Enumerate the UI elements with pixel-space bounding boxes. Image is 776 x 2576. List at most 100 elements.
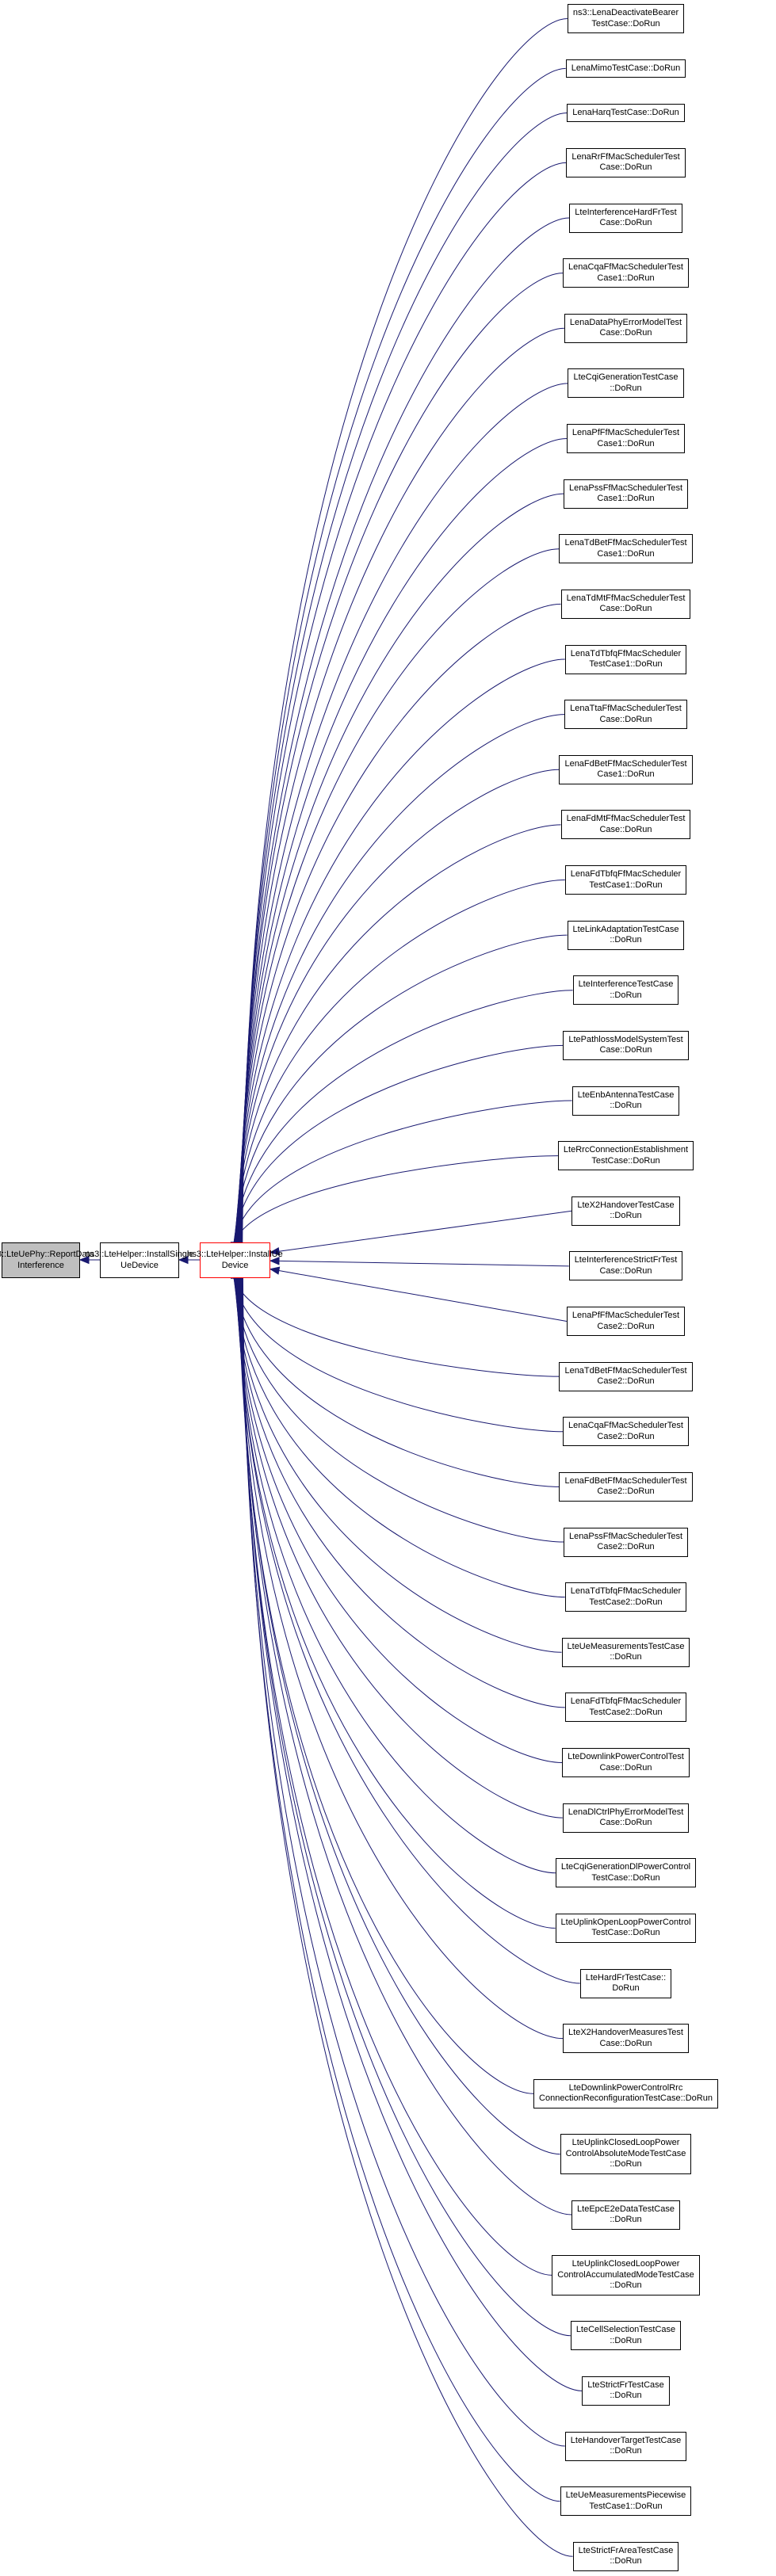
node-label: LenaFdTbfqFfMacScheduler TestCase2::DoRu… (570, 1696, 682, 1717)
node-report-data-interference[interactable]: ns3::LteUePhy::ReportData Interference (0, 1242, 94, 1278)
caller-node[interactable]: LteCellSelectionTestCase ::DoRun (570, 2321, 682, 2351)
caller-node[interactable]: LteStrictFrAreaTestCase ::DoRun (572, 2541, 679, 2571)
node-label: LteDownlinkPowerControlRrc ConnectionRec… (539, 2082, 713, 2104)
caller-node[interactable]: LenaTtaFfMacSchedulerTest Case::DoRun (564, 700, 687, 730)
edge (232, 1269, 564, 1433)
caller-node[interactable]: LenaRrFfMacSchedulerTest Case::DoRun (566, 147, 686, 177)
caller-node[interactable]: LenaFdTbfqFfMacScheduler TestCase2::DoRu… (564, 1693, 687, 1723)
node-label: LteHandoverTargetTestCase ::DoRun (570, 2435, 682, 2456)
node-label: LenaTdMtFfMacSchedulerTest Case::DoRun (566, 593, 686, 614)
node-label: LteCqiGenerationTestCase ::DoRun (573, 372, 679, 393)
caller-node[interactable]: LenaTdTbfqFfMacScheduler TestCase1::DoRu… (564, 644, 687, 674)
node-label: LteCellSelectionTestCase ::DoRun (575, 2325, 676, 2345)
caller-node[interactable]: LenaCqaFfMacSchedulerTest Case2::DoRun (563, 1417, 689, 1447)
edge (233, 1269, 560, 1487)
edge (238, 1269, 564, 2040)
arrowhead-icon (269, 1257, 280, 1265)
edge (238, 493, 564, 1251)
edge (234, 1269, 565, 1598)
node-label: LteUplinkClosedLoopPower ControlAccumula… (557, 2259, 694, 2291)
node-label: LteX2HandoverMeasuresTest Case::DoRun (568, 2028, 683, 2048)
caller-node[interactable]: LenaMimoTestCase::DoRun (565, 59, 686, 78)
edge (235, 714, 565, 1251)
node-label: LteUeMeasurementsTestCase ::DoRun (567, 1641, 685, 1662)
caller-node[interactable]: LteRrcConnectionEstablishment TestCase::… (557, 1141, 694, 1171)
node-label: LenaFdMtFfMacSchedulerTest Case::DoRun (566, 814, 686, 834)
caller-node[interactable]: LenaFdMtFfMacSchedulerTest Case::DoRun (560, 810, 691, 840)
node-label: LenaCqaFfMacSchedulerTest Case2::DoRun (568, 1421, 683, 1441)
caller-node[interactable]: LenaPfFfMacSchedulerTest Case2::DoRun (566, 1307, 686, 1336)
caller-node[interactable]: LteUeMeasurementsPiecewise TestCase1::Do… (560, 2486, 692, 2517)
caller-node[interactable]: LenaHarqTestCase::DoRun (567, 103, 685, 123)
caller-node[interactable]: LtePathlossModelSystemTest Case::DoRun (563, 1030, 689, 1060)
caller-node[interactable]: LteHandoverTargetTestCase ::DoRun (564, 2431, 687, 2461)
caller-node[interactable]: LteDownlinkPowerControlRrc ConnectionRec… (533, 2078, 718, 2109)
arrowhead-icon (269, 1246, 281, 1256)
edge (235, 1269, 565, 1708)
node-label: LenaTdTbfqFfMacScheduler TestCase2::DoRu… (570, 1586, 682, 1607)
caller-node[interactable]: LenaDataPhyErrorModelTest Case::DoRun (564, 313, 688, 343)
node-install-single-ue-device[interactable]: ns3::LteHelper::InstallSingle UeDevice (86, 1242, 193, 1278)
edge (237, 548, 560, 1251)
edge (235, 824, 561, 1251)
node-label: LenaTdBetFfMacSchedulerTest Case2::DoRun (564, 1365, 687, 1387)
caller-node[interactable]: ns3::LenaDeactivateBearer TestCase::DoRu… (567, 4, 685, 33)
edge (241, 1269, 583, 2391)
caller-node[interactable]: LenaPssFfMacSchedulerTest Case1::DoRun (563, 479, 689, 509)
caller-node[interactable]: LteStrictFrTestCase ::DoRun (582, 2376, 670, 2406)
caller-node[interactable]: LenaTdBetFfMacSchedulerTest Case2::DoRun (559, 1361, 693, 1391)
caller-node[interactable]: LenaPssFfMacSchedulerTest Case2::DoRun (563, 1527, 689, 1557)
node-label: LteX2HandoverTestCase ::DoRun (577, 1200, 675, 1221)
caller-node[interactable]: LteEpcE2eDataTestCase ::DoRun (571, 2200, 680, 2230)
node-label: LteCqiGenerationDlPowerControl TestCase:… (560, 1862, 691, 1883)
caller-node[interactable]: LteUeMeasurementsTestCase ::DoRun (561, 1637, 690, 1667)
edge (233, 1044, 564, 1251)
caller-node[interactable]: LteInterferenceHardFrTest Case::DoRun (569, 203, 682, 233)
caller-node[interactable]: LenaTdMtFfMacSchedulerTest Case::DoRun (560, 589, 691, 619)
edge (239, 1269, 552, 2276)
node-label: LenaPssFfMacSchedulerTest Case1::DoRun (568, 483, 683, 504)
caller-node[interactable]: LenaFdBetFfMacSchedulerTest Case2::DoRun (559, 1471, 693, 1502)
node-label: ns3::LteHelper::InstallUe Device (187, 1250, 283, 1270)
arrowhead-icon (78, 1255, 90, 1265)
node-install-ue-device[interactable]: ns3::LteHelper::InstallUe Device (187, 1242, 283, 1278)
caller-node[interactable]: LteInterferenceTestCase ::DoRun (572, 975, 679, 1006)
caller-node[interactable]: LteDownlinkPowerControlTest Case::DoRun (562, 1748, 690, 1777)
caller-node[interactable]: LenaDlCtrlPhyErrorModelTest Case::DoRun (562, 1803, 690, 1833)
caller-node[interactable]: LteInterferenceStrictFrTest Case::DoRun (568, 1251, 683, 1281)
edge (235, 1269, 563, 1763)
caller-node[interactable]: LenaFdBetFfMacSchedulerTest Case1::DoRun (559, 754, 693, 784)
caller-node[interactable]: LteUplinkClosedLoopPower ControlAccumula… (552, 2255, 700, 2296)
edge (278, 1210, 572, 1252)
caller-node[interactable]: LenaTdBetFfMacSchedulerTest Case1::DoRun (559, 534, 693, 564)
caller-node[interactable]: LteUplinkOpenLoopPowerControl TestCase::… (555, 1913, 697, 1943)
edge (234, 934, 568, 1251)
caller-node[interactable]: LenaPfFfMacSchedulerTest Case1::DoRun (566, 424, 686, 453)
node-label: LteRrcConnectionEstablishment TestCase::… (563, 1145, 689, 1166)
edge (239, 273, 564, 1251)
caller-node[interactable]: LenaTdTbfqFfMacScheduler TestCase2::DoRu… (564, 1582, 687, 1612)
node-label: LteUplinkOpenLoopPowerControl TestCase::… (560, 1917, 691, 1938)
caller-node[interactable]: LteCqiGenerationTestCase ::DoRun (568, 368, 684, 399)
caller-node[interactable]: LteHardFrTestCase:: DoRun (579, 1968, 672, 1998)
edge (235, 769, 560, 1251)
caller-node[interactable]: LenaFdTbfqFfMacScheduler TestCase1::DoRu… (564, 865, 687, 895)
caller-node[interactable]: LteUplinkClosedLoopPower ControlAbsolute… (560, 2134, 692, 2174)
caller-node[interactable]: LenaCqaFfMacSchedulerTest Case1::DoRun (563, 258, 689, 288)
edge (233, 1269, 564, 1543)
node-label: LteUeMeasurementsPiecewise TestCase1::Do… (565, 2490, 686, 2511)
node-label: LteHardFrTestCase:: DoRun (585, 1972, 667, 1994)
caller-node[interactable]: LteX2HandoverTestCase ::DoRun (571, 1196, 680, 1226)
caller-node[interactable]: LteLinkAdaptationTestCase ::DoRun (567, 920, 685, 950)
edge (234, 1269, 562, 1653)
node-label: LteEpcE2eDataTestCase ::DoRun (577, 2204, 675, 2225)
edge (235, 1269, 563, 1818)
caller-node[interactable]: LteEnbAntennaTestCase ::DoRun (571, 1086, 680, 1116)
arrowhead-icon (178, 1255, 189, 1265)
caller-node[interactable]: LteCqiGenerationDlPowerControl TestCase:… (555, 1858, 697, 1888)
caller-column: ns3::LenaDeactivateBearer TestCase::DoRu… (533, 4, 776, 2571)
edge (231, 1155, 558, 1251)
edge (241, 67, 566, 1252)
caller-node[interactable]: LteX2HandoverMeasuresTest Case::DoRun (563, 2024, 689, 2054)
edge (238, 1269, 534, 2094)
